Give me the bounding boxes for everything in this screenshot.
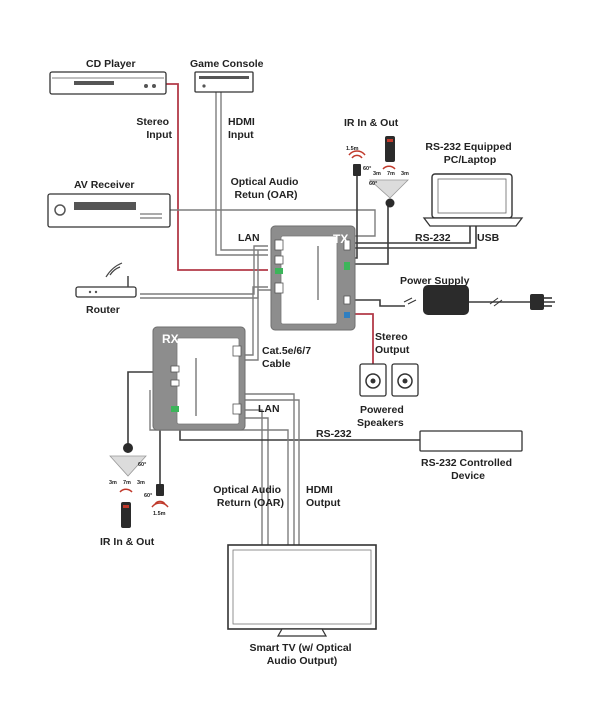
lan-cable-top: [150, 209, 376, 237]
smart-tv-label: Smart TV (w/ Optical Audio Output): [249, 642, 354, 667]
hdmi-input-cable: [215, 90, 268, 256]
lan-top-label: LAN: [238, 232, 260, 244]
oar-bottom-label: Optical Audio Return (OAR): [213, 484, 284, 509]
router-label: Router: [86, 304, 120, 316]
powered-speakers: [359, 363, 419, 397]
ir-top-angle-2: 60°: [369, 181, 377, 187]
cat-cable: [245, 286, 271, 361]
rx-label: RX: [162, 332, 179, 346]
ir-emitter-bottom-icon: [109, 455, 147, 477]
pc-laptop: [422, 173, 524, 227]
ir-emitter-top-icon: [368, 179, 409, 199]
hdmi-output-cable: [245, 399, 300, 545]
rs232-controlled-device: [419, 430, 523, 452]
stereo-input-label: Stereo Input: [136, 116, 172, 141]
ir-bottom-label: IR In & Out: [100, 536, 155, 548]
ir-top-center: 7m: [387, 171, 395, 177]
power-supply-label: Power Supply: [400, 275, 470, 287]
game-console: [194, 71, 254, 93]
ir-bottom-angle: 60°: [138, 462, 146, 468]
cable-label: Cat.5e/6/7 Cable: [262, 345, 314, 370]
cd-player: [49, 71, 167, 95]
ir-top-group: [348, 136, 409, 208]
stereo-output-label: Stereo Output: [375, 331, 411, 356]
lan-cable-bottom: [245, 409, 263, 545]
av-receiver-label: AV Receiver: [74, 179, 135, 191]
stereo-input-cable: [166, 83, 268, 271]
ir-bottom-center: 7m: [123, 480, 131, 486]
rs232-bottom-label: RS-232: [316, 428, 352, 440]
powered-speakers-label: Powered Speakers: [357, 404, 407, 429]
stereo-output-cable: [348, 313, 374, 365]
rs232-pc-label: RS-232 Equipped PC/Laptop: [425, 141, 514, 166]
power-cable-tx: [348, 299, 405, 307]
usb-label: USB: [477, 232, 500, 244]
smart-tv: [227, 544, 377, 637]
rs232-device-label: RS-232 Controlled Device: [421, 457, 515, 482]
ir-bottom-group: [109, 443, 169, 528]
ir-top-right: 3m: [401, 171, 409, 177]
ir-top-angle: 60°: [363, 166, 371, 172]
hdmi-output-label: HDMI Output: [306, 484, 341, 509]
ir-top-left: 3m: [373, 171, 381, 177]
av-receiver: [47, 193, 171, 228]
cd-player-label: CD Player: [86, 58, 136, 70]
rs232-top-label: RS-232: [415, 232, 451, 244]
oar-top-label: Optical Audio Retun (OAR): [231, 176, 302, 201]
tx-extender: [270, 225, 356, 331]
tx-label: TX: [333, 232, 348, 246]
ir-top-label: IR In & Out: [344, 117, 399, 129]
rx-extender: [152, 326, 246, 431]
ir-bottom-cable: [127, 371, 153, 445]
ir-top-short: 1.5m: [346, 146, 359, 152]
power-supply: [403, 285, 552, 315]
ir-bottom-right: 3m: [137, 480, 145, 486]
router: [75, 262, 137, 298]
router-lan-cable: [140, 245, 268, 295]
ir-bottom-left: 3m: [109, 480, 117, 486]
power-plug-icon: [530, 294, 544, 310]
hdmi-input-label: HDMI Input: [228, 116, 258, 141]
lan-bottom-label: LAN: [258, 403, 280, 415]
ir-bottom-angle-2: 60°: [144, 493, 152, 499]
ir-receiver-top-icon: [351, 154, 363, 159]
ir-bottom-short: 1.5m: [153, 511, 166, 517]
game-console-label: Game Console: [190, 58, 264, 70]
